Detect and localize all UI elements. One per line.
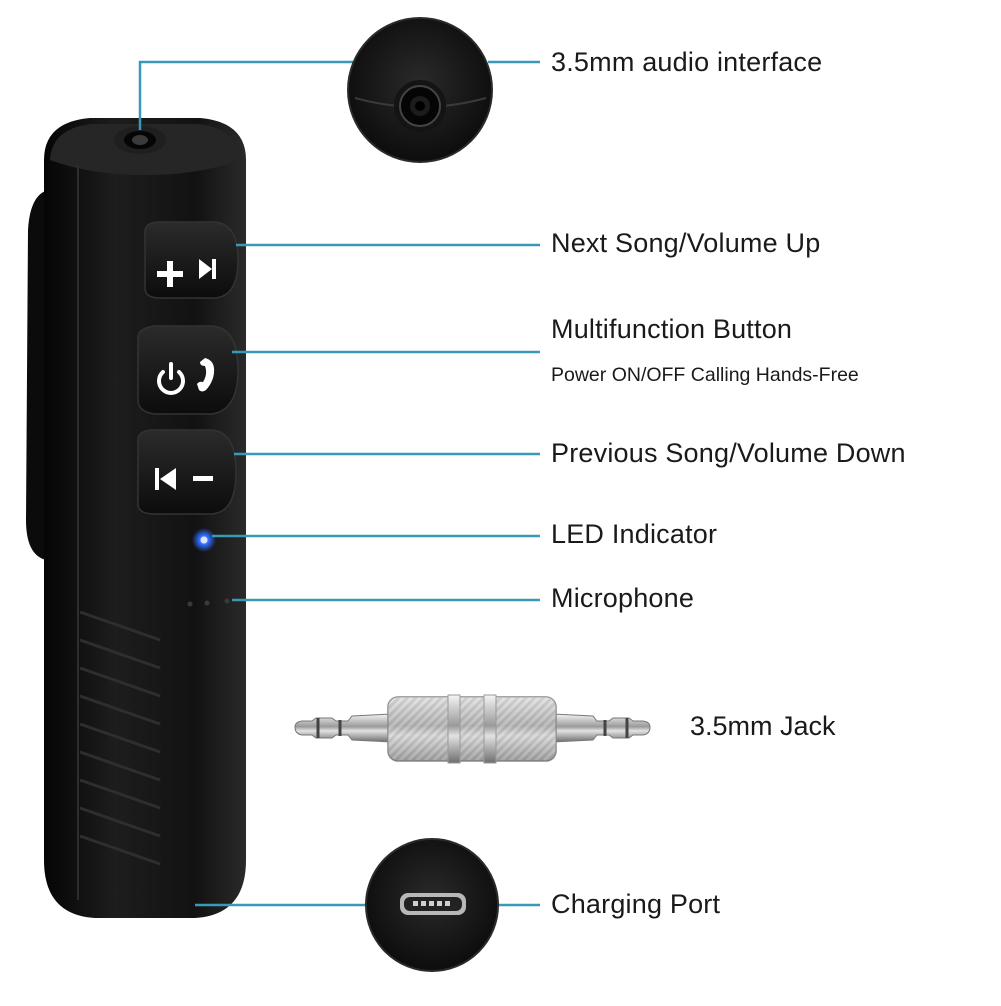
- phone-icon: [197, 358, 215, 392]
- previous-track-icon: [155, 468, 176, 490]
- previous-volume-down-button: [137, 429, 237, 515]
- plus-icon: [157, 261, 183, 287]
- next-track-icon: [199, 259, 216, 279]
- next-volume-up-button: [144, 221, 239, 299]
- next-song-label: Next Song/Volume Up: [551, 228, 821, 258]
- jack-adapter-image: [294, 694, 651, 764]
- leader-lines: [138, 60, 540, 907]
- audio-interface-label: 3.5mm audio interface: [551, 47, 823, 77]
- multifunction-button: [137, 325, 239, 415]
- microphone-holes: [187, 598, 230, 607]
- microphone-label: Microphone: [551, 583, 695, 613]
- charging-port-zoom: [365, 838, 499, 972]
- audio-interface-zoom: [347, 17, 493, 163]
- power-icon: [157, 362, 185, 395]
- previous-song-label: Previous Song/Volume Down: [551, 438, 906, 468]
- charging-port-label: Charging Port: [551, 889, 721, 919]
- minus-icon: [193, 476, 213, 481]
- led-indicator-label: LED Indicator: [551, 519, 718, 549]
- multifunction-subtitle-label: Power ON/OFF Calling Hands-Free: [551, 364, 859, 386]
- jack-label: 3.5mm Jack: [690, 711, 836, 741]
- multifunction-title-label: Multifunction Button: [551, 314, 793, 344]
- grip-grooves: [79, 610, 161, 866]
- audio-leader-line: [138, 60, 358, 130]
- device-body: [44, 118, 246, 918]
